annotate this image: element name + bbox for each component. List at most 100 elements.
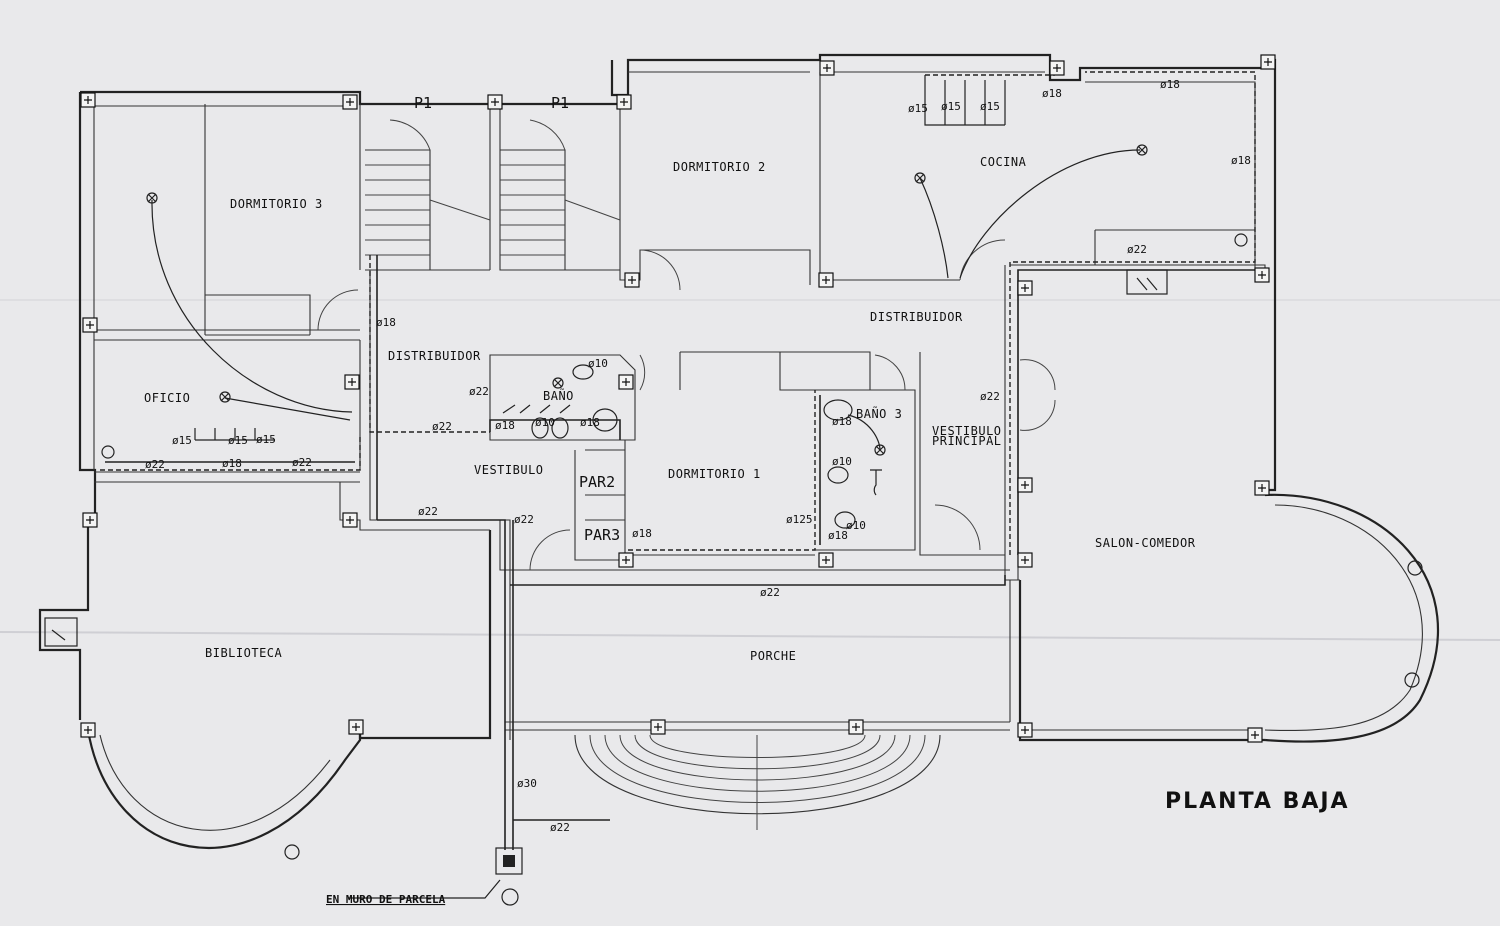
room-label-biblioteca: BIBLIOTECA	[205, 646, 283, 660]
room-label-distribuidor: DISTRIBUIDOR	[870, 310, 963, 324]
column-marker-icon	[82, 512, 98, 528]
column-marker-icon	[819, 60, 835, 76]
ceiling-light-icon	[1136, 144, 1148, 156]
fireplace-icon	[51, 629, 66, 641]
pipe-label: ø15	[941, 100, 961, 113]
pipe-label: ø15	[256, 433, 276, 446]
ceiling-light-icon	[874, 444, 886, 456]
pipe-label: ø18	[1042, 87, 1062, 100]
pipe-label: ø10	[535, 416, 555, 429]
pipe-label: ø22	[760, 586, 780, 599]
pipe-label: ø18	[1160, 78, 1180, 91]
room-label-porche: PORCHE	[750, 649, 796, 663]
pipe-label: ø22	[292, 456, 312, 469]
closet-label-par2: PAR2	[579, 473, 615, 491]
meter-icon	[501, 888, 519, 906]
room-label-salon-comedor: SALON-COMEDOR	[1095, 536, 1196, 550]
room-label-dormitorio-3: DORMITORIO 3	[230, 197, 323, 211]
structural-columns	[80, 54, 1276, 743]
sink-icon	[834, 511, 856, 529]
column-marker-icon	[1247, 727, 1263, 743]
room-label-distribuidor-left: DISTRIBUIDOR	[388, 349, 481, 363]
pipe-label: ø22	[469, 385, 489, 398]
column-marker-icon	[1017, 477, 1033, 493]
pipe-label: ø22	[432, 420, 452, 433]
room-label-bano-3: BAÑO 3	[856, 406, 902, 421]
room-label-dormitorio-1: DORMITORIO 1	[668, 467, 761, 481]
pipe-label: ø22	[145, 458, 165, 471]
column-marker-icon	[1254, 480, 1270, 496]
sink-icon	[572, 364, 594, 380]
column-marker-icon	[1017, 722, 1033, 738]
thermostat-icon	[101, 445, 115, 459]
pipe-label: ø18	[495, 419, 515, 432]
pipe-label: ø22	[1127, 243, 1147, 256]
pipe-label: ø18	[222, 457, 242, 470]
room-label-oficio: OFICIO	[144, 391, 190, 405]
paper-fold	[0, 631, 1500, 641]
plan-title: PLANTA BAJA	[1165, 789, 1350, 814]
column-marker-icon	[616, 94, 632, 110]
electrical-runs	[151, 75, 1141, 451]
toilet-icon	[827, 466, 849, 484]
column-marker-icon	[618, 552, 634, 568]
thermostat-icon	[1234, 233, 1248, 247]
ceiling-light-icon	[552, 377, 564, 389]
staircase	[365, 104, 621, 271]
closet-label-par3: PAR3	[584, 526, 620, 544]
ceiling-light-icon	[914, 172, 926, 184]
pipe-label: ø15	[172, 434, 192, 447]
column-marker-icon	[818, 552, 834, 568]
column-marker-icon	[80, 92, 96, 108]
pipe-label: ø18	[1231, 154, 1251, 167]
room-label-vestibulo: VESTIBULO	[474, 463, 544, 477]
room-labels: DORMITORIO 3 DORMITORIO 2 DORMITORIO 1 C…	[144, 94, 1350, 906]
pipe-label: ø15	[228, 434, 248, 447]
pipe-label: ø10	[832, 455, 852, 468]
fireplace-icon	[1126, 269, 1168, 295]
room-label-bano: BAÑO	[543, 388, 574, 403]
parcel-wall-note: EN MURO DE PARCELA	[326, 893, 446, 906]
room-label-vestibulo-principal-2: PRINCIPAL	[932, 434, 1002, 448]
column-marker-icon	[1260, 54, 1276, 70]
pipe-label: ø18	[828, 529, 848, 542]
wall-light-icon	[1404, 672, 1420, 688]
pipe-label: ø22	[980, 390, 1000, 403]
column-marker-icon	[342, 512, 358, 528]
pipe-label: ø10	[846, 519, 866, 532]
porch-steps	[574, 734, 941, 830]
ceiling-light-icon	[146, 192, 158, 204]
column-marker-icon	[1017, 280, 1033, 296]
door-swings	[317, 239, 1056, 571]
room-label-dormitorio-2: DORMITORIO 2	[673, 160, 766, 174]
stair-label-p1: P1	[414, 94, 432, 112]
bidet-icon	[531, 417, 549, 439]
column-marker-icon	[342, 94, 358, 110]
ceiling-light-icon	[219, 391, 231, 403]
pipe-label: ø18	[580, 416, 600, 429]
pipe-label: ø30	[517, 777, 537, 790]
column-marker-icon	[848, 719, 864, 735]
room-label-vestibulo-principal: VESTIBULO	[932, 424, 1002, 438]
pipe-label: ø125	[786, 513, 813, 526]
sanitary-fixtures	[44, 269, 1168, 647]
column-marker-icon	[1017, 552, 1033, 568]
pipe-label: ø22	[514, 513, 534, 526]
column-marker-icon	[82, 317, 98, 333]
column-marker-icon	[624, 272, 640, 288]
pipe-label: ø22	[550, 821, 570, 834]
pipe-label: ø22	[418, 505, 438, 518]
stair-label-p1-b: P1	[551, 94, 569, 112]
pipe-label: ø10	[588, 357, 608, 370]
light-fixtures	[101, 144, 1423, 906]
tap-icon	[870, 469, 882, 496]
pipe-label: ø15	[980, 100, 1000, 113]
column-marker-icon	[348, 719, 364, 735]
bathtub-icon	[823, 399, 853, 421]
pipe-label: ø15	[908, 102, 928, 115]
column-marker-icon	[487, 94, 503, 110]
meter-box-icon	[495, 847, 523, 875]
meter-valve-icon	[503, 855, 515, 867]
